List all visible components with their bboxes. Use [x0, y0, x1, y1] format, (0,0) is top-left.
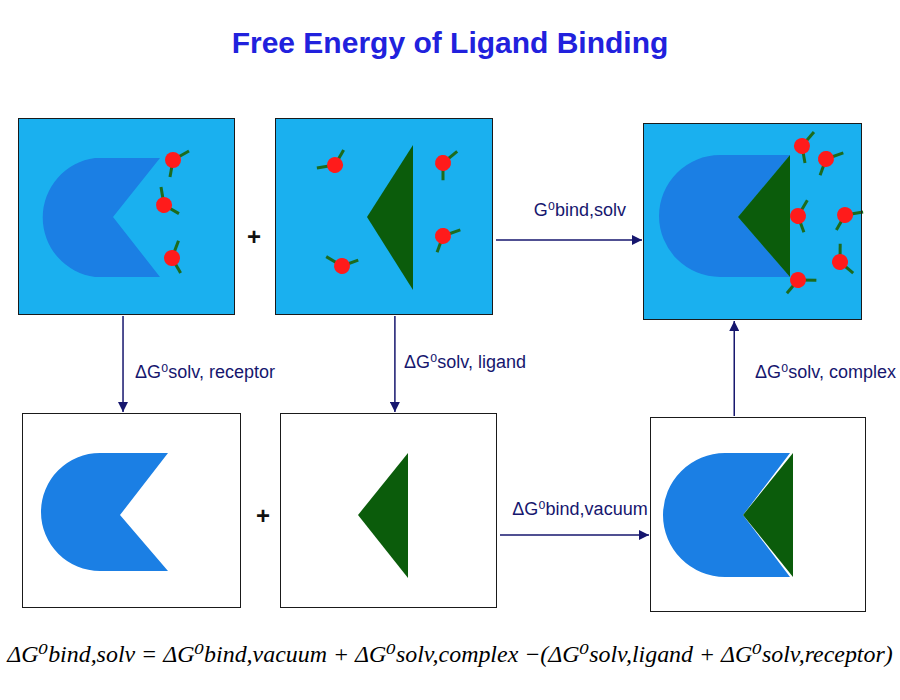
edge-label: ΔG⁰solv, complex [755, 362, 896, 384]
solvent-box [275, 118, 493, 315]
arrow-connector [496, 239, 642, 241]
state-box [280, 413, 497, 608]
state-box [650, 417, 866, 612]
ligand-shape [738, 155, 790, 277]
arrow-connector [394, 316, 396, 412]
ligand-shape [743, 453, 793, 577]
receptor-shape [41, 453, 168, 571]
state-box [275, 118, 493, 315]
water-molecules [153, 151, 195, 276]
vacuum-box [650, 417, 866, 612]
plus-sign: + [247, 225, 261, 249]
edge-label: G⁰bind,solv [534, 200, 626, 222]
ligand-shape [367, 145, 413, 290]
receptor-shape [43, 158, 160, 277]
arrow-connector [733, 321, 735, 416]
state-box [18, 118, 235, 315]
ligand-shape [358, 453, 408, 578]
solvent-box [18, 118, 235, 315]
arrow-connector [122, 316, 124, 412]
state-box [22, 413, 241, 608]
water-molecules [317, 144, 462, 278]
state-box [643, 123, 862, 320]
vacuum-box [280, 413, 497, 608]
receptor-shape [659, 155, 790, 277]
edge-label: ΔG⁰solv, ligand [404, 352, 526, 374]
plus-sign: + [256, 504, 270, 528]
title: Free Energy of Ligand Binding [0, 26, 900, 60]
solvent-box [643, 123, 862, 320]
vacuum-box [22, 413, 241, 608]
edge-label: ΔG⁰bind,vacuum [512, 499, 647, 521]
equation: ΔG⁰bind,solv = ΔG⁰bind,vacuum + ΔG⁰solv,… [7, 640, 892, 669]
edge-label: ΔG⁰solv, receptor [135, 362, 275, 384]
arrow-connector [500, 534, 649, 536]
water-molecules [783, 132, 864, 303]
